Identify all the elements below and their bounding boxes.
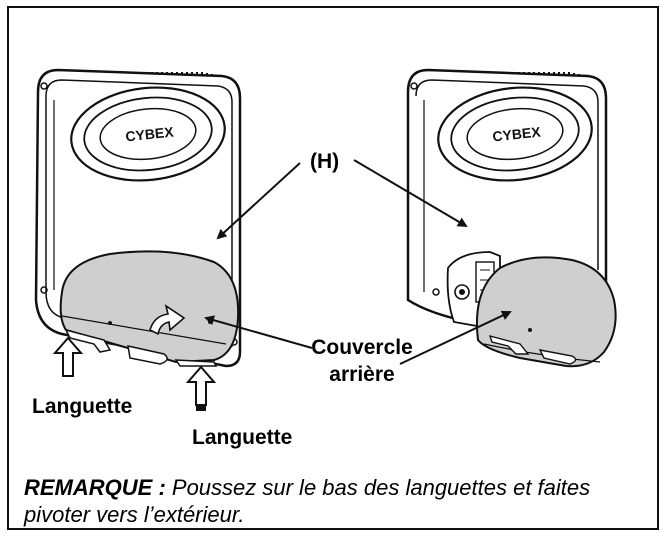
label-tab-right: Languette	[192, 426, 292, 449]
left-rear-cover	[59, 250, 240, 364]
pointer-arrows	[204, 159, 512, 365]
label-h: (H)	[310, 150, 339, 173]
right-console-back: CYBEX	[406, 68, 617, 368]
label-tab-left: Languette	[32, 395, 132, 418]
note-text: Poussez sur le bas des languettes et fai…	[24, 475, 591, 527]
label-cover-line1: Couvercle	[311, 336, 413, 359]
right-tab-push-arrow	[185, 365, 217, 406]
right-logo: CYBEX	[492, 123, 542, 144]
left-tab-push-arrow	[52, 336, 84, 377]
left-logo: CYBEX	[125, 123, 175, 144]
rotate-arrow-icon	[149, 304, 186, 336]
right-rear-cover	[475, 256, 617, 368]
label-cover-line2: arrière	[329, 363, 394, 386]
instruction-note: REMARQUE : Poussez sur le bas des langue…	[24, 474, 644, 528]
left-console-back: CYBEX	[34, 68, 242, 368]
note-prefix: REMARQUE :	[24, 475, 166, 500]
